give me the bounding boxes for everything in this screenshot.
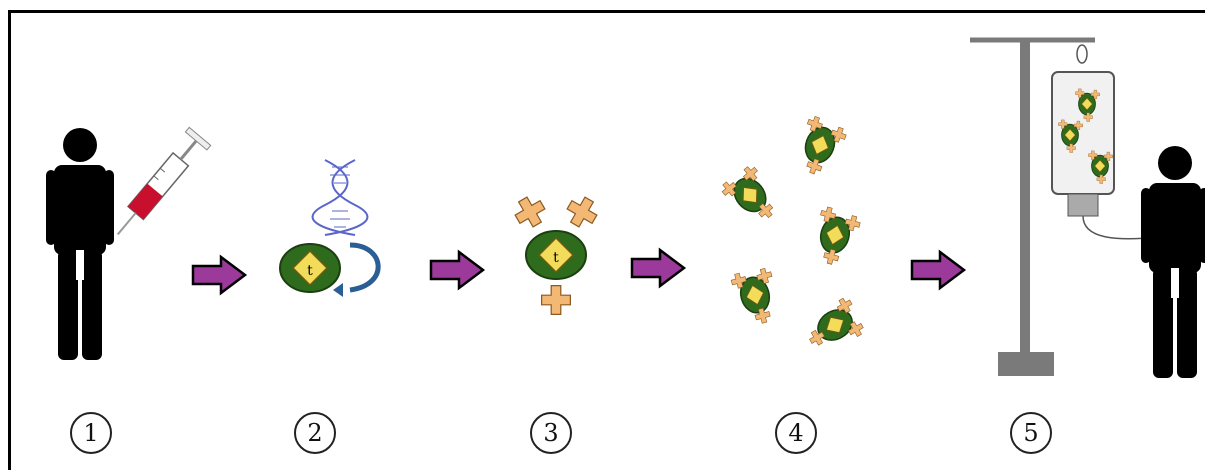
curved-arrow-icon [349,242,381,293]
arrow-right-icon [429,250,485,290]
iv-bag-icon [1051,44,1149,240]
dna-helix-icon [311,159,369,236]
step-number-2: 2 [294,412,336,454]
patient-figure [46,128,114,360]
expanded-cells [719,115,867,358]
person-icon [1141,146,1205,378]
step-number-5: 5 [1010,412,1052,454]
step-number-3: 3 [530,412,572,454]
arrow-right-icon [630,248,686,288]
diagram-frame [8,10,1205,470]
arrow-right-icon [910,250,966,290]
svg-text:t: t [553,250,559,266]
curved-arrow-head [333,283,343,297]
tcell-label: t [307,263,313,279]
syringe-icon [116,126,212,236]
arrow-right-icon [191,255,247,295]
car-t-cell-icon: t [509,191,603,315]
person-icon [46,128,114,360]
step-number-1: 1 [70,412,112,454]
t-cell-icon: t [279,243,341,293]
iv-pole-icon [970,37,1095,376]
step-number-4: 4 [775,412,817,454]
